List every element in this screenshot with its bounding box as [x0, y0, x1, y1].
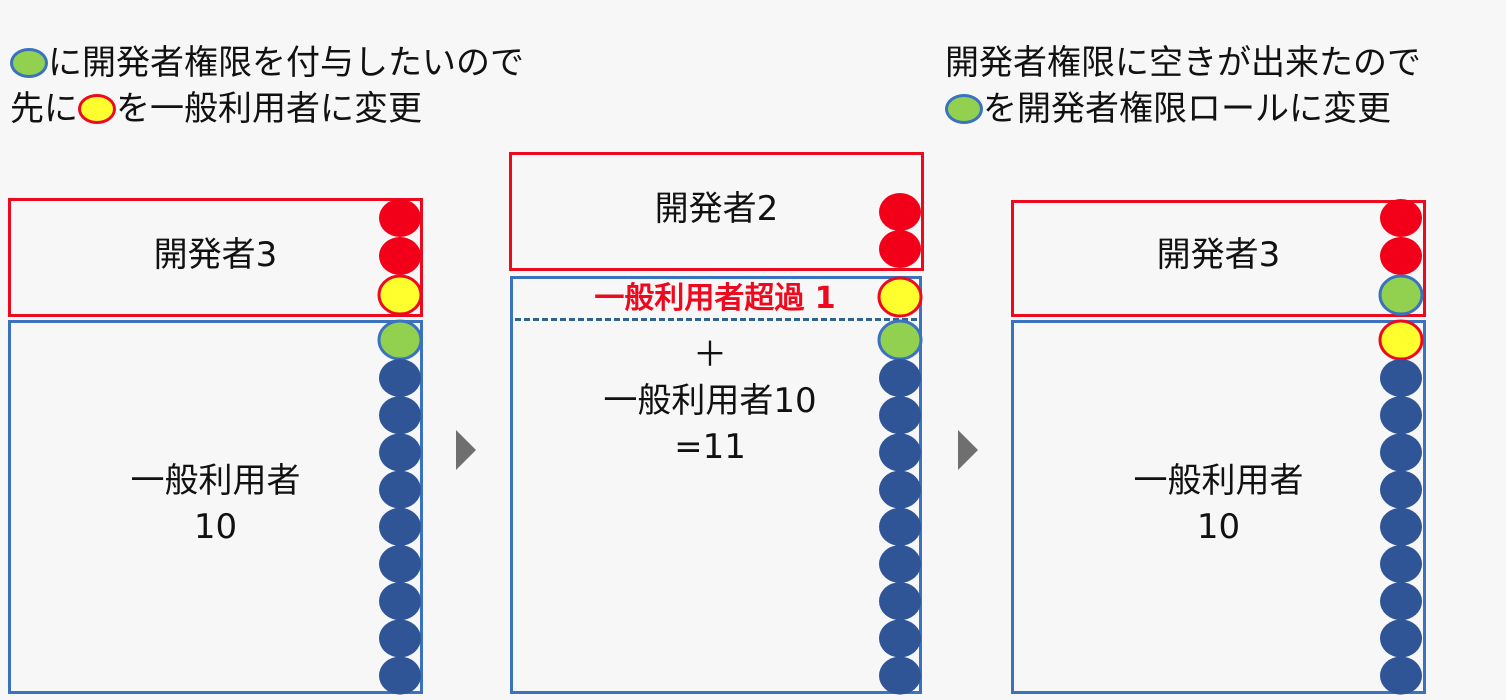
- blue-user-dot: [379, 396, 421, 435]
- blue-user-dot: [1380, 545, 1422, 583]
- blue-user-dot: [1380, 359, 1422, 397]
- blue-user-dot: [1380, 619, 1422, 658]
- general-user-label: ＋一般利用者10=11: [603, 335, 817, 467]
- overflow-divider: [515, 318, 917, 321]
- blue-user-dot: [879, 507, 921, 546]
- red-user-dot: [1380, 237, 1422, 275]
- blue-user-dot: [379, 582, 421, 621]
- developer-label: 開発者2: [654, 189, 779, 229]
- developer-box: [8, 198, 423, 317]
- blue-user-dot: [1380, 507, 1422, 546]
- developer-box: [1011, 200, 1426, 317]
- yellow-user-dot: [377, 274, 423, 316]
- blue-user-dot: [379, 656, 421, 695]
- blue-user-dot: [1380, 582, 1422, 621]
- blue-user-dot: [1380, 470, 1422, 509]
- note-text: を一般利用者に変更: [116, 89, 422, 129]
- general-user-box: [8, 320, 423, 694]
- general-user-box: [510, 276, 922, 694]
- blue-user-dot: [1380, 396, 1422, 435]
- green-user-dot: [1378, 274, 1424, 316]
- blue-user-dot: [379, 507, 421, 546]
- arrow-right-icon: [958, 430, 978, 470]
- blue-user-dot: [1380, 433, 1422, 472]
- blue-user-dot: [879, 619, 921, 658]
- blue-user-dot: [1380, 656, 1422, 695]
- note-text: 開発者権限に空きが出来たので: [945, 43, 1421, 83]
- note-text: に開発者権限を付与したいので: [48, 43, 524, 83]
- blue-user-dot: [879, 656, 921, 695]
- developer-label: 開発者3: [1156, 235, 1281, 275]
- yellow-user-dot: [877, 276, 923, 318]
- yellow-user-icon: [78, 94, 116, 124]
- blue-user-dot: [379, 359, 421, 397]
- arrow-right-icon: [456, 430, 476, 470]
- blue-user-dot: [379, 545, 421, 583]
- red-user-dot: [1380, 199, 1422, 237]
- red-user-dot: [879, 230, 921, 268]
- note-text: を開発者権限ロールに変更: [983, 89, 1391, 129]
- red-user-dot: [879, 193, 921, 231]
- general-user-box: [1011, 320, 1426, 694]
- overflow-label: 一般利用者超過 1: [594, 281, 836, 316]
- note-text: 先に: [10, 89, 78, 129]
- developer-label: 開発者3: [153, 235, 278, 275]
- blue-user-dot: [379, 433, 421, 472]
- green-user-dot: [377, 319, 423, 361]
- blue-user-dot: [879, 582, 921, 621]
- green-user-dot: [877, 319, 923, 361]
- left-note: に開発者権限を付与したいので 先にを一般利用者に変更: [10, 40, 524, 132]
- yellow-user-dot: [1378, 319, 1424, 361]
- blue-user-dot: [379, 619, 421, 658]
- red-user-dot: [379, 237, 421, 275]
- right-note: 開発者権限に空きが出来たので を開発者権限ロールに変更: [945, 40, 1421, 132]
- blue-user-dot: [879, 396, 921, 435]
- red-user-dot: [379, 199, 421, 237]
- blue-user-dot: [879, 433, 921, 472]
- green-user-icon: [10, 48, 48, 78]
- green-user-icon: [945, 94, 983, 124]
- blue-user-dot: [879, 470, 921, 509]
- blue-user-dot: [879, 359, 921, 397]
- blue-user-dot: [879, 545, 921, 583]
- blue-user-dot: [379, 470, 421, 509]
- developer-box: [509, 152, 924, 271]
